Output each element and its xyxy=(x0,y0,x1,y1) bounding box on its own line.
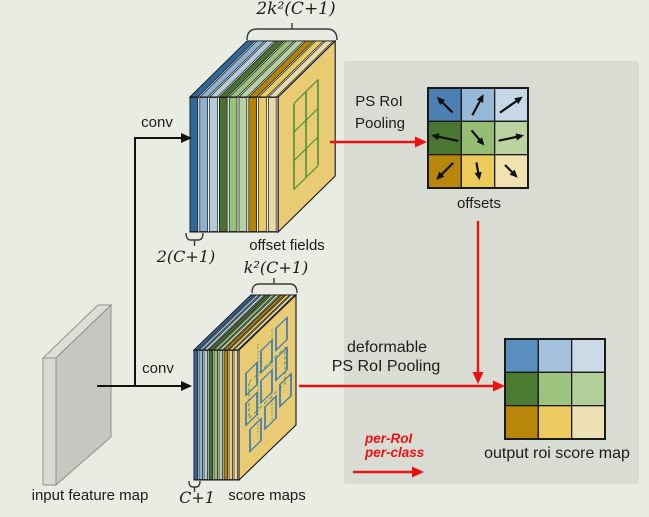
output-score-map-grid-cell xyxy=(572,372,605,405)
input-feature-map-slab xyxy=(43,305,111,485)
offset-fields-stack xyxy=(190,41,335,232)
conv-arrow-top xyxy=(135,133,192,386)
brace-score-maps-bottom xyxy=(189,481,200,492)
output-score-map-grid-cell xyxy=(572,406,605,439)
output-score-map-grid-cell xyxy=(505,372,538,405)
slab-front-face xyxy=(43,358,56,485)
score-maps-stack xyxy=(194,295,296,480)
output-score-map-grid-cell xyxy=(538,372,571,405)
brace-score-maps-top xyxy=(252,278,297,293)
output-score-map-grid-cell xyxy=(505,406,538,439)
brace-offset-fields-top xyxy=(247,23,337,40)
output-score-map-grid-cell xyxy=(505,339,538,372)
slab-side-face xyxy=(56,305,111,485)
output-score-map-grid xyxy=(505,339,605,439)
output-score-map-grid-cell xyxy=(538,339,571,372)
brace-offset-fields-bottom xyxy=(186,233,203,246)
output-score-map-grid-cell xyxy=(572,339,605,372)
output-score-map-grid-cell xyxy=(538,406,571,439)
offsets-grid xyxy=(428,88,528,188)
